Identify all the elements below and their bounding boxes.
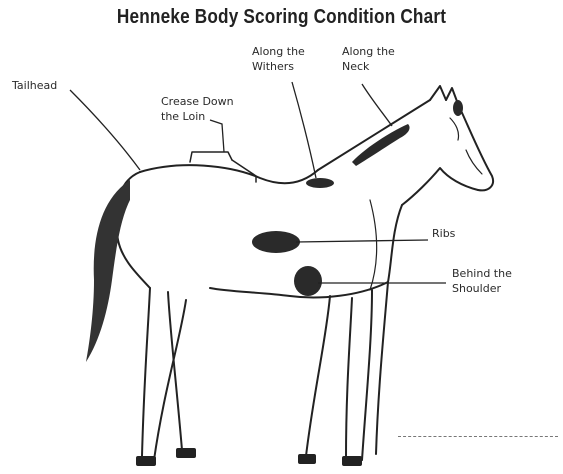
hooves: [136, 448, 362, 466]
fat-deposit-marks: [252, 100, 463, 296]
mark-shoulder: [294, 266, 322, 296]
leader-tailhead: [70, 90, 140, 170]
label-along-the-neck: Along the Neck: [342, 44, 395, 74]
label-tailhead: Tailhead: [12, 78, 57, 93]
label-crease-down-the-loin: Crease Down the Loin: [161, 94, 234, 124]
mark-eye: [453, 100, 463, 116]
footer-dotted-line: [398, 436, 558, 437]
leader-withers: [292, 82, 316, 178]
label-behind-the-shoulder: Behind the Shoulder: [452, 266, 512, 296]
leader-ribs: [296, 240, 428, 242]
tail-shape: [86, 180, 130, 362]
mark-ribs: [252, 231, 300, 253]
label-along-the-withers: Along the Withers: [252, 44, 305, 74]
mark-withers: [306, 178, 334, 188]
leader-neck: [362, 84, 392, 126]
label-ribs: Ribs: [432, 226, 455, 241]
leader-crease: [210, 120, 224, 152]
